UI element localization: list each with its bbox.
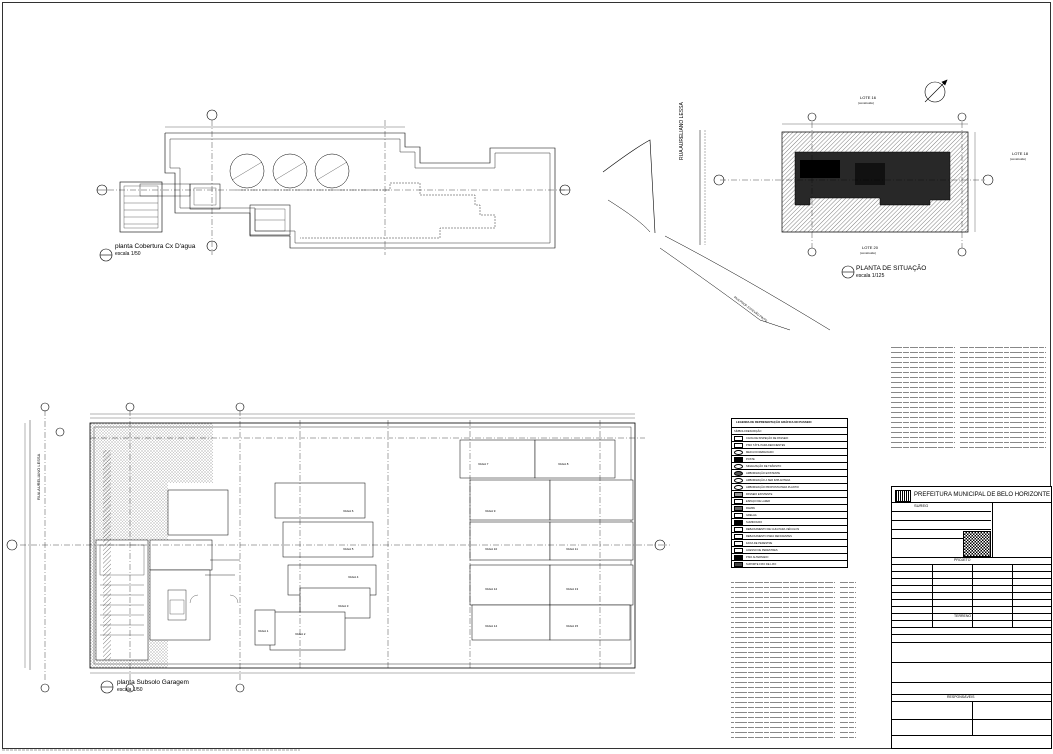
general-notes-text: [891, 343, 1046, 451]
legend-item: ESPAÇO DE LAZER: [746, 499, 771, 503]
plan-notes-text: [731, 582, 856, 742]
vaga-label: VAGA 4: [348, 575, 359, 579]
legend-symbol-icon: [734, 436, 743, 441]
legend-item: PISO ALTERNADO: [746, 555, 769, 559]
legend-item: SUPORTE FIXO DE LIXO: [746, 562, 777, 566]
legend-col-desc: DESCRIÇÃO: [746, 429, 762, 433]
garage-street-label: RUA AURELIANO LESSA: [36, 453, 41, 500]
vaga-label: VAGA 3: [338, 604, 349, 608]
legend-table: LEGENDA DE REPRESENTAÇÃO GRÁFICA NO PASS…: [731, 418, 848, 568]
lot-bottom-label: LOTE 20: [862, 245, 879, 250]
roof-plan-title: planta Cobertura Cx D'agua: [115, 243, 196, 250]
vaga-label: VAGA 13: [566, 587, 579, 591]
legend-symbol-icon: [734, 506, 743, 511]
vaga-label: VAGA 2: [295, 632, 306, 636]
site-plan: [602, 79, 994, 331]
qr-code-icon: [963, 531, 991, 557]
site-plan-title: PLANTA DE SITUAÇÃO: [856, 265, 927, 272]
vaga-label: VAGA 10: [485, 547, 498, 551]
vaga-label: VAGA 12: [485, 587, 498, 591]
legend-item: ARBORIZAÇÃO PROPOSTA PARA PLANTIO: [746, 485, 799, 489]
vaga-label: VAGA 6: [343, 509, 354, 513]
legend-title: LEGENDA DE REPRESENTAÇÃO GRÁFICA NO PASS…: [736, 420, 812, 424]
legend-symbol-icon: [734, 548, 743, 553]
tb-section-projeto: PROJETO: [954, 558, 971, 562]
legend-item: REBAIXAMENTO DE GUIA PARA VEÍCULOS: [746, 527, 800, 531]
garage-plan-scale: escala 1/50: [117, 687, 143, 693]
pbh-logo-icon: [895, 490, 911, 502]
legend-item: SINALIZAÇÃO DE TRÂNSITO: [746, 464, 782, 468]
roof-plan-scale: escala 1/50: [115, 251, 141, 257]
garage-plan-title: planta Subsolo Garagem: [117, 679, 189, 686]
legend-item: PISO TÁTIL PARA DEFICIENTES: [746, 443, 786, 447]
legend-item: ACESSO DE PEDESTRES: [746, 548, 778, 552]
legend-symbol-icon: [734, 513, 743, 518]
lot-top-label: LOTE 16: [860, 95, 877, 100]
vaga-label: VAGA 14: [485, 624, 498, 628]
tb-dept: SUREG: [914, 503, 929, 508]
legend-symbol-icon: [734, 450, 743, 455]
garage-title-marker: [100, 680, 114, 694]
legend-symbol-icon: [734, 485, 743, 490]
vaga-label: VAGA 1: [258, 629, 269, 633]
legend-symbol-icon: [734, 555, 743, 560]
garage-plan: [6, 402, 670, 693]
lot-right-sub: (construído): [1010, 157, 1027, 161]
vaga-label: VAGA 7: [478, 462, 489, 466]
legend-item: CAIXA DE INSPEÇÃO DE PASSEIO: [746, 436, 789, 440]
site-title-marker: [841, 265, 855, 279]
legend-item: SUMIDOURO: [746, 520, 763, 524]
legend-item: RAMPA: [746, 506, 756, 510]
vaga-label: VAGA 11: [566, 547, 578, 551]
lot-right-label: LOTE 18: [1012, 151, 1029, 156]
site-plan-scale: escala 1/125: [856, 273, 885, 279]
roof-title: [99, 248, 113, 262]
tb-section-responsaveis: RESPONSÁVEIS: [947, 695, 975, 699]
legend-symbol-icon: [734, 457, 743, 462]
legend-symbol-icon: [734, 478, 743, 483]
legend-col-symbol: SÍMBOLO: [734, 429, 746, 433]
vaga-label: VAGA 8: [558, 462, 569, 466]
legend-item: GRELHA: [746, 513, 757, 517]
legend-item: ARBORIZAÇÃO A SER IMPLANTADA: [746, 478, 791, 482]
legend-symbol-icon: [734, 464, 743, 469]
tb-section-terreno: TERRENO: [954, 614, 972, 618]
site-street-label: RUA AURELIANO LESSA: [679, 102, 685, 160]
tb-org: PREFEITURA MUNICIPAL DE BELO HORIZONTE: [914, 492, 1051, 498]
legend-symbol-icon: [734, 471, 743, 476]
legend-item: ARBORIZAÇÃO EXISTENTE: [746, 471, 781, 475]
legend-symbol-icon: [734, 520, 743, 525]
legend-item: PASSEIO EXISTENTE: [746, 492, 773, 496]
legend-item: FAIXA DE PEDESTRE: [746, 541, 773, 545]
legend-symbol-icon: [734, 443, 743, 448]
legend-symbol-icon: [734, 562, 743, 567]
legend-item: POSTE: [746, 457, 755, 461]
lot-bottom-sub: (construído): [860, 251, 877, 255]
legend-symbol-icon: [734, 541, 743, 546]
lot-top-sub: (construído): [858, 101, 875, 105]
legend-symbol-icon: [734, 492, 743, 497]
vaga-label: VAGA 15: [566, 624, 579, 628]
legend-symbol-icon: [734, 499, 743, 504]
vaga-label: VAGA 5: [343, 547, 354, 551]
legend-symbol-icon: [734, 527, 743, 532]
legend-item: MEIO-FIO REBAIXADO: [746, 450, 774, 454]
legend-symbol-icon: [734, 534, 743, 539]
title-block: PREFEITURA MUNICIPAL DE BELO HORIZONTE S…: [891, 486, 1052, 749]
legend-item: REBAIXAMENTO PARA DEFICIENTES: [746, 534, 792, 538]
vaga-label: VAGA 9: [485, 509, 496, 513]
roof-plan: [96, 109, 571, 255]
